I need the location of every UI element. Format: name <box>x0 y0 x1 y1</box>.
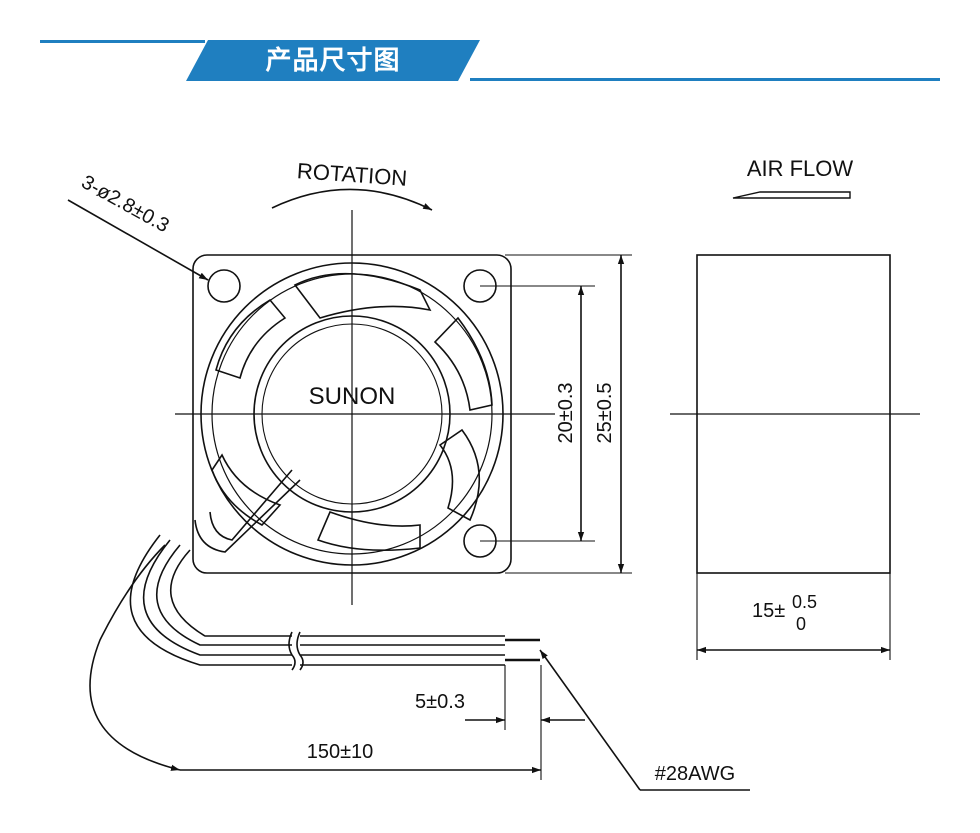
strip-length-label: 5±0.3 <box>415 691 465 713</box>
fan-blade <box>433 316 493 411</box>
inner-pitch-label: 20±0.3 <box>555 382 577 443</box>
header-tab <box>186 40 480 81</box>
rotation-arrow <box>271 188 433 211</box>
depth-upper-tolerance: 0.5 <box>792 592 817 612</box>
fan-blade <box>215 298 287 380</box>
brand-label: SUNON <box>309 383 396 410</box>
depth-label: 15± <box>752 600 785 622</box>
fan-blade <box>316 510 421 551</box>
air-flow-label: AIR FLOW <box>747 156 854 181</box>
header-rule-right <box>470 78 940 81</box>
cable-length-dimension <box>89 544 181 771</box>
air-flow-arrow <box>732 191 851 199</box>
fan-blade <box>438 428 481 522</box>
fan-blade <box>211 453 282 527</box>
hole-leader-line <box>67 199 209 281</box>
wire-gauge-label: #28AWG <box>655 763 735 785</box>
page-title: 产品尺寸图 <box>265 45 401 75</box>
outer-size-label: 25±0.5 <box>594 382 616 443</box>
mounting-hole-top-left <box>207 269 241 303</box>
fan-blade <box>293 272 432 319</box>
header-rule-left <box>40 40 205 43</box>
fan-cable <box>129 534 540 671</box>
cable-length-label: 150±10 <box>307 741 374 763</box>
hole-spec-label: 3-ø2.8±0.3 <box>78 171 173 237</box>
wire-gauge-leader <box>539 649 641 791</box>
section-header: 产品尺寸图 <box>0 0 980 100</box>
depth-lower-tolerance: 0 <box>796 614 806 634</box>
rotation-label: ROTATION <box>296 158 408 191</box>
